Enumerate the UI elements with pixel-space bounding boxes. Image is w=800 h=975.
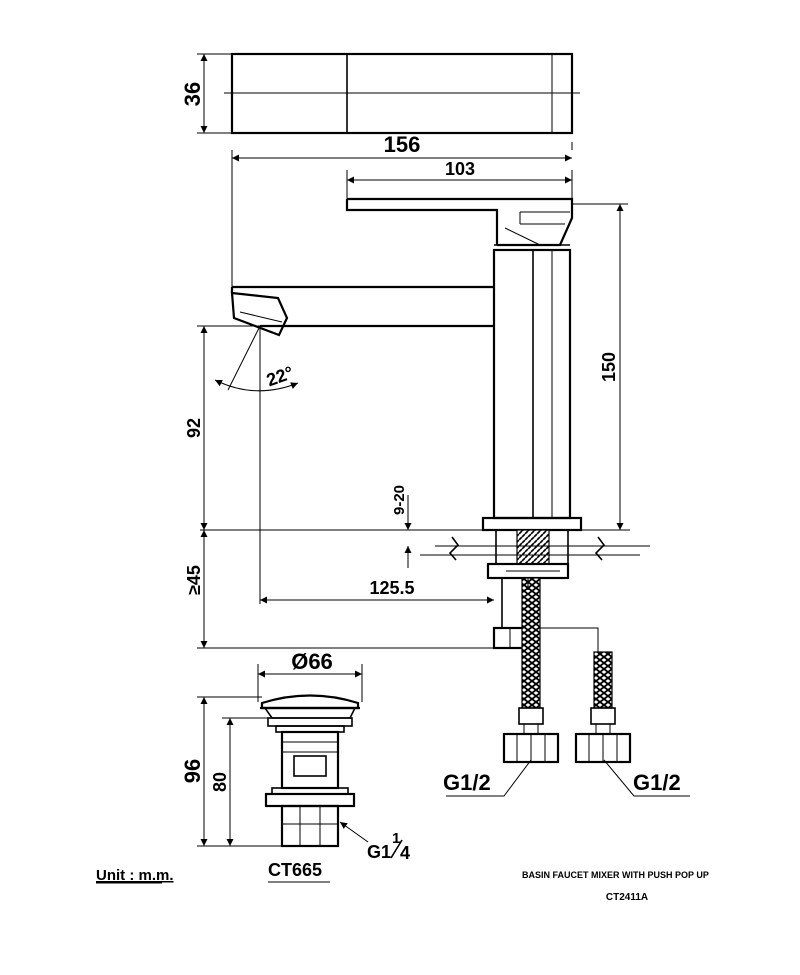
popup-thread-main: G1 <box>367 842 391 862</box>
dim-popup-height-body: 80 <box>210 772 230 792</box>
dim-spout-length: 103 <box>445 159 475 179</box>
dim-deck-thickness-group: 9-20 <box>391 485 412 568</box>
dim-popup-diameter-group: Ø66 <box>257 649 363 702</box>
spray-angle-group: 22° <box>214 325 299 604</box>
dim-top-height: 36 <box>180 82 205 106</box>
dim-spout-length-group: 103 <box>346 159 573 210</box>
product-title: BASIN FAUCET MIXER WITH PUSH POP UP <box>522 870 709 880</box>
dim-body-height-group: 150 <box>572 203 628 530</box>
dim-below-deck-group: ≥45 <box>184 530 500 649</box>
counter-surface <box>200 529 650 561</box>
unit-label: Unit : m.m. <box>96 867 174 884</box>
popup-thread-den: 4 <box>400 843 410 863</box>
dim-overall-length: 156 <box>384 132 421 157</box>
dim-spout-reach-group: 125.5 <box>260 578 494 604</box>
popup-thread-num: 1 <box>392 830 400 847</box>
dim-spout-clearance: 92 <box>184 418 204 438</box>
dim-body-height: 150 <box>599 352 619 382</box>
popup-thread-label: G1 1 4 <box>339 821 410 863</box>
dim-min-below-deck: ≥45 <box>184 565 204 595</box>
dim-popup-height-group: 96 80 <box>180 696 282 847</box>
product-model: CT2411A <box>606 892 648 903</box>
dim-popup-height-total: 96 <box>180 759 205 783</box>
dim-spray-angle: 22° <box>264 362 296 390</box>
hose-thread-labels: G1/2 G1/2 <box>443 759 690 797</box>
dim-overall-length-group: 156 <box>231 132 573 290</box>
popup-model: CT665 <box>268 860 322 880</box>
top-view: 36 <box>180 52 580 135</box>
faucet-side-view <box>230 197 632 764</box>
hose-thread-right: G1/2 <box>633 770 681 795</box>
dim-popup-diameter: Ø66 <box>291 649 333 674</box>
dim-deck-thickness: 9-20 <box>391 485 408 515</box>
popup-drain-view <box>260 694 360 848</box>
footer: Unit : m.m. CT665 BASIN FAUCET MIXER WIT… <box>96 860 709 903</box>
dim-spout-reach: 125.5 <box>369 578 414 598</box>
hose-thread-left: G1/2 <box>443 770 491 795</box>
dim-spout-clearance-group: 92 <box>184 325 260 530</box>
